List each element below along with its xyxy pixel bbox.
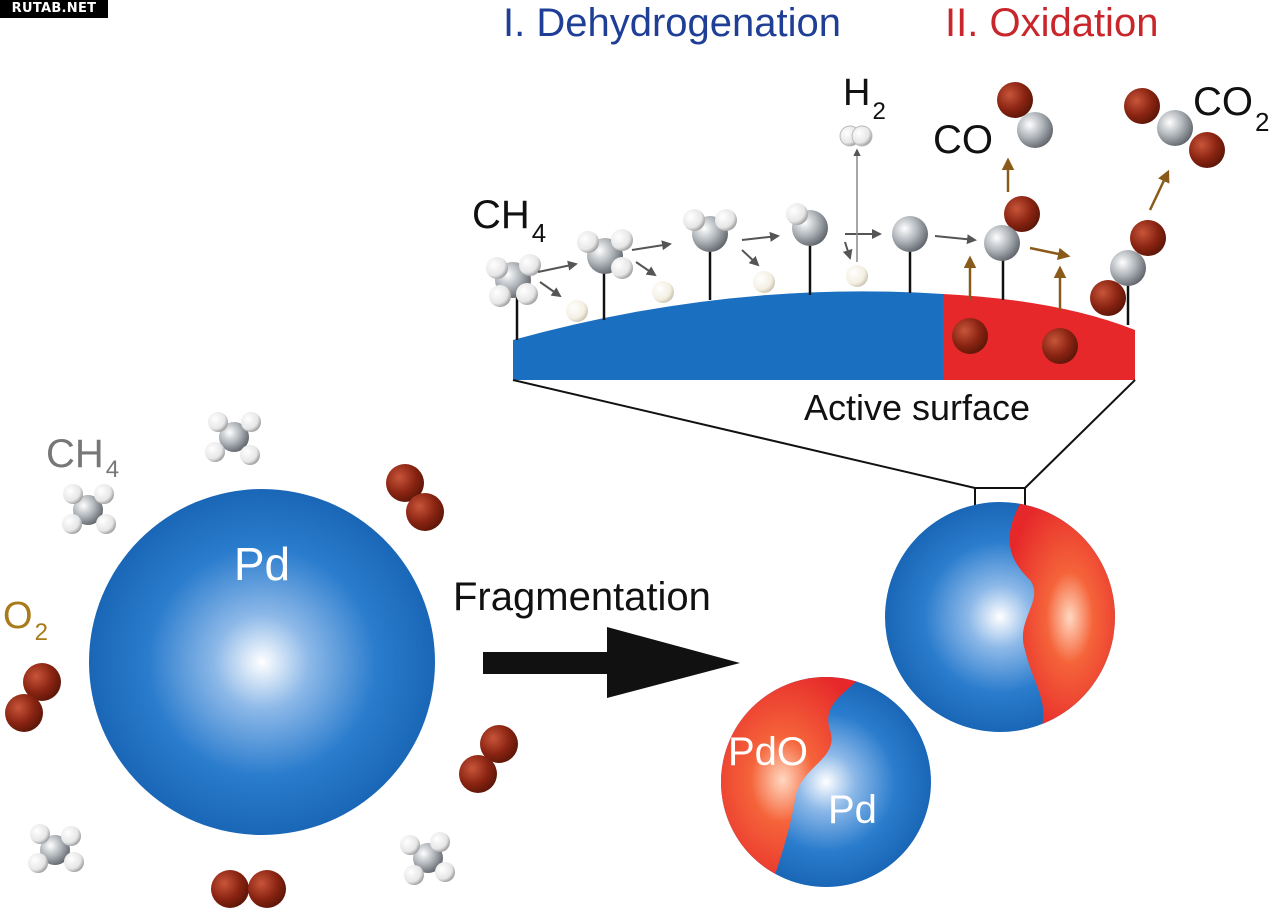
o2-molecule — [459, 725, 518, 793]
pd-particle-large — [89, 489, 435, 835]
oxygen-atom — [1004, 196, 1040, 232]
fragmentation-arrow — [483, 627, 740, 698]
o2-molecule — [5, 663, 61, 732]
pd-large-label: Pd — [234, 538, 290, 590]
oxidation-arrows — [963, 157, 1170, 310]
watermark: RUTAB.NET — [0, 0, 108, 18]
ch4-molecule — [205, 412, 261, 465]
ch2-adsorbed — [683, 209, 737, 252]
dehydrogenation-arrows — [537, 229, 977, 298]
o2-molecule — [211, 870, 286, 908]
h2-label: H2 — [843, 72, 886, 125]
lattice-oxygen-atom — [952, 318, 988, 354]
active-surface-slab — [513, 291, 1135, 380]
h2-molecule — [839, 125, 873, 147]
released-h-atoms — [566, 265, 868, 322]
ch-adsorbed — [786, 203, 828, 246]
pd-pdo-fragment-lower — [721, 677, 931, 887]
ch3-adsorbed — [577, 229, 633, 279]
co2-molecule — [1124, 88, 1225, 168]
step2-title: II. Oxidation — [945, 1, 1158, 45]
oxidation-zone — [943, 294, 1135, 380]
lattice-oxygen-atom — [1042, 328, 1078, 364]
ch4-surface-label: CH4 — [472, 193, 546, 248]
ch4-molecule — [28, 824, 84, 873]
active-surface-label: Active surface — [804, 387, 1030, 428]
co2-label: CO2 — [1193, 80, 1269, 137]
co-label: CO — [933, 118, 993, 162]
dehydrogenation-zone — [513, 291, 943, 380]
ch4-molecule — [62, 484, 116, 534]
fragmentation-label: Fragmentation — [453, 575, 711, 619]
step1-title: I. Dehydrogenation — [503, 1, 841, 45]
pdo-label: PdO — [728, 730, 808, 774]
pd-small-label: Pd — [828, 788, 877, 832]
o2-gas-label: O2 — [3, 595, 48, 646]
c-adsorbed — [892, 216, 928, 252]
ch4-molecule — [400, 832, 455, 885]
co-molecule — [997, 82, 1053, 148]
co2-forming — [1090, 220, 1166, 316]
ch4-adsorbed — [486, 254, 541, 307]
ch4-gas-label: CH4 — [46, 432, 119, 483]
pd-pdo-fragment-upper — [885, 502, 1115, 732]
carbon-atom — [984, 225, 1020, 261]
o2-molecule — [386, 464, 444, 531]
